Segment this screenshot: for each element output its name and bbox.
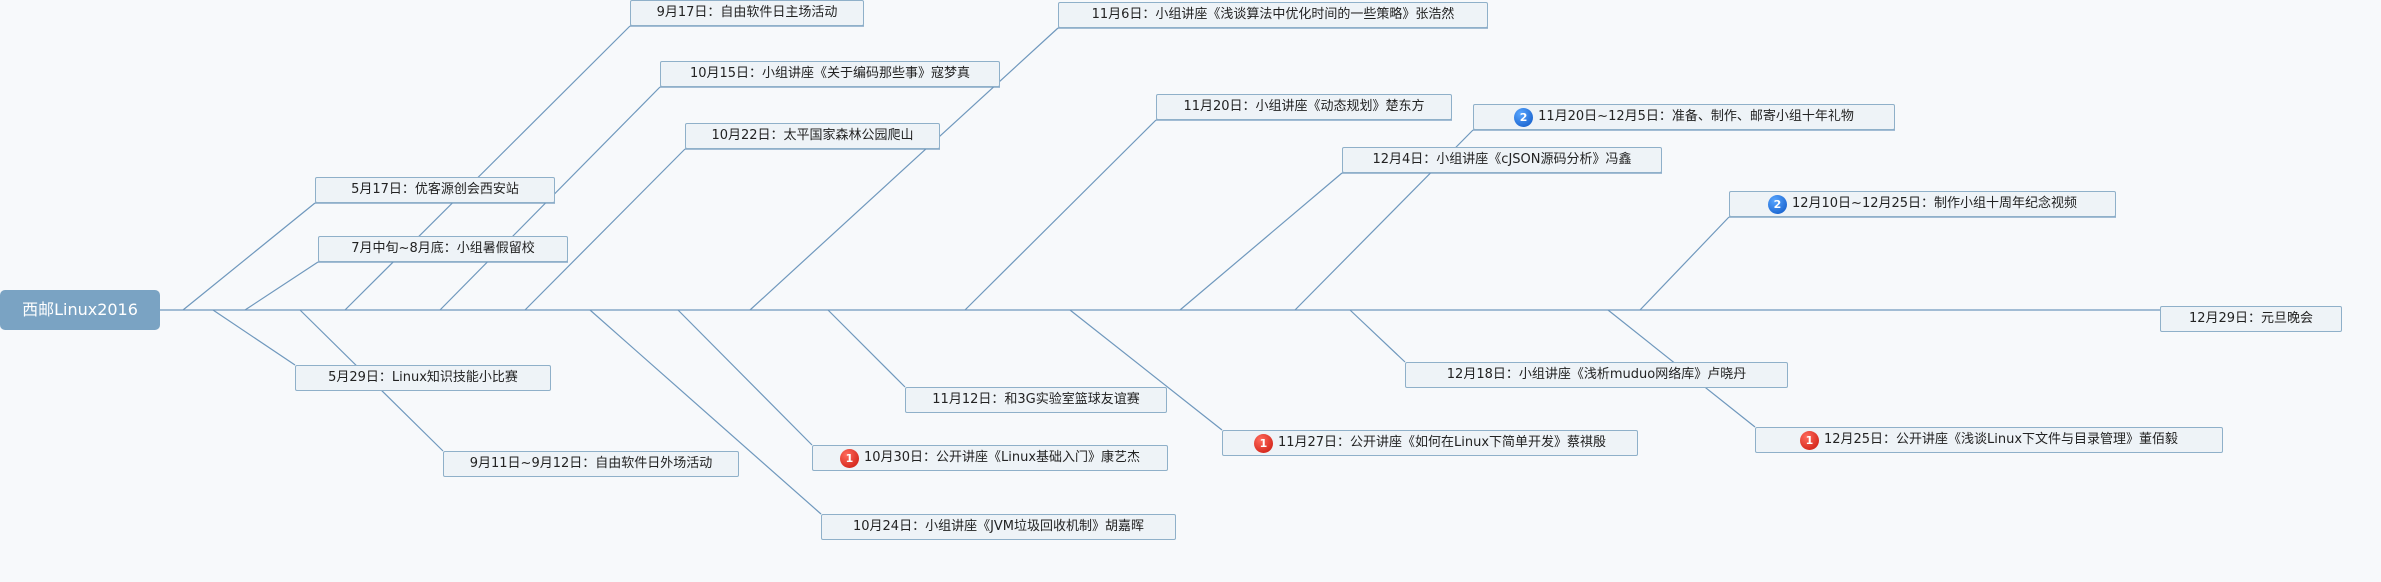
topic-label: 11月20日：小组讲座《动态规划》楚东方 — [1183, 99, 1425, 114]
topic-label: 9月11日~9月12日：自由软件日外场活动 — [469, 456, 713, 471]
branch-line — [1349, 309, 1406, 363]
branch-line — [344, 25, 631, 311]
topic-label: 11月27日：公开讲座《如何在Linux下简单开发》蔡祺殷 — [1277, 435, 1607, 450]
topic-label: 10月22日：太平国家森林公园爬山 — [711, 128, 914, 143]
topic-e15[interactable]: 1 10月30日：公开讲座《Linux基础入门》康艺杰 — [812, 445, 1168, 471]
root-topic[interactable]: 西邮Linux2016 — [0, 290, 160, 330]
branch-line — [212, 309, 296, 366]
topic-label: 10月24日：小组讲座《JVM垃圾回收机制》胡嘉晖 — [852, 519, 1145, 534]
topic-label: 5月29日：Linux知识技能小比赛 — [328, 370, 518, 385]
priority-2-icon: 2 — [1767, 194, 1787, 214]
topic-e8[interactable]: 2 11月20日~12月5日：准备、制作、邮寄小组十年礼物 — [1473, 104, 1895, 130]
topic-label: 10月30日：公开讲座《Linux基础入门》康艺杰 — [863, 450, 1141, 465]
topic-e19[interactable]: 1 12月25日：公开讲座《浅谈Linux下文件与目录管理》董佰毅 — [1755, 427, 2223, 453]
topic-label: 12月25日：公开讲座《浅谈Linux下文件与目录管理》董佰毅 — [1823, 432, 2179, 447]
topic-e12[interactable]: 5月29日：Linux知识技能小比赛 — [295, 365, 551, 391]
branch-line — [749, 27, 1059, 311]
topic-label: 12月4日：小组讲座《cJSON源码分析》冯鑫 — [1372, 152, 1632, 167]
branch-line — [827, 309, 906, 388]
topic-e18[interactable]: 12月18日：小组讲座《浅析muduo网络库》卢晓丹 — [1405, 362, 1788, 388]
topic-label: 12月10日~12月25日：制作小组十周年纪念视频 — [1791, 196, 2078, 211]
topic-e3[interactable]: 10月22日：太平国家森林公园爬山 — [685, 123, 940, 149]
branch-line — [1069, 309, 1223, 431]
topic-e16[interactable]: 10月24日：小组讲座《JVM垃圾回收机制》胡嘉晖 — [821, 514, 1176, 540]
topic-e10[interactable]: 2 12月10日~12月25日：制作小组十周年纪念视频 — [1729, 191, 2116, 217]
topic-e17[interactable]: 1 11月27日：公开讲座《如何在Linux下简单开发》蔡祺殷 — [1222, 430, 1638, 456]
topic-e1[interactable]: 9月17日：自由软件日主场活动 — [630, 0, 864, 26]
branch-line — [182, 202, 316, 311]
branch-line — [244, 261, 319, 311]
branch-line — [1179, 172, 1343, 311]
topic-e4[interactable]: 5月17日：优客源创会西安站 — [315, 177, 555, 203]
priority-1-icon: 1 — [1799, 430, 1819, 450]
topic-label: 11月20日~12月5日：准备、制作、邮寄小组十年礼物 — [1538, 109, 1854, 124]
topic-label: 11月12日：和3G实验室篮球友谊赛 — [932, 392, 1140, 407]
branch-line — [524, 148, 686, 311]
topic-e6[interactable]: 11月6日：小组讲座《浅谈算法中优化时间的一些策略》张浩然 — [1058, 2, 1488, 28]
topic-e9[interactable]: 12月4日：小组讲座《cJSON源码分析》冯鑫 — [1342, 147, 1662, 173]
topic-e14[interactable]: 11月12日：和3G实验室篮球友谊赛 — [905, 387, 1167, 413]
topic-e5[interactable]: 7月中旬~8月底：小组暑假留校 — [318, 236, 568, 262]
branch-line — [964, 119, 1157, 311]
topic-label: 7月中旬~8月底：小组暑假留校 — [351, 241, 535, 256]
topic-label: 11月6日：小组讲座《浅谈算法中优化时间的一些策略》张浩然 — [1091, 7, 1455, 22]
branch-line — [589, 309, 822, 515]
priority-1-icon: 1 — [1253, 433, 1273, 453]
branch-line — [1639, 216, 1730, 311]
priority-2-icon: 2 — [1514, 107, 1534, 127]
topic-e7[interactable]: 11月20日：小组讲座《动态规划》楚东方 — [1156, 94, 1452, 120]
topic-label: 12月29日：元旦晚会 — [2188, 311, 2314, 326]
topic-label: 12月18日：小组讲座《浅析muduo网络库》卢晓丹 — [1446, 367, 1747, 382]
topic-e13[interactable]: 9月11日~9月12日：自由软件日外场活动 — [443, 451, 739, 477]
topic-label: 9月17日：自由软件日主场活动 — [656, 5, 838, 20]
topic-label: 10月15日：小组讲座《关于编码那些事》寇梦真 — [689, 66, 971, 81]
topic-e11[interactable]: 12月29日：元旦晚会 — [2160, 306, 2342, 332]
topic-label: 5月17日：优客源创会西安站 — [351, 182, 519, 197]
priority-1-icon: 1 — [839, 448, 859, 468]
branch-line — [677, 309, 813, 446]
topic-e2[interactable]: 10月15日：小组讲座《关于编码那些事》寇梦真 — [660, 61, 1000, 87]
